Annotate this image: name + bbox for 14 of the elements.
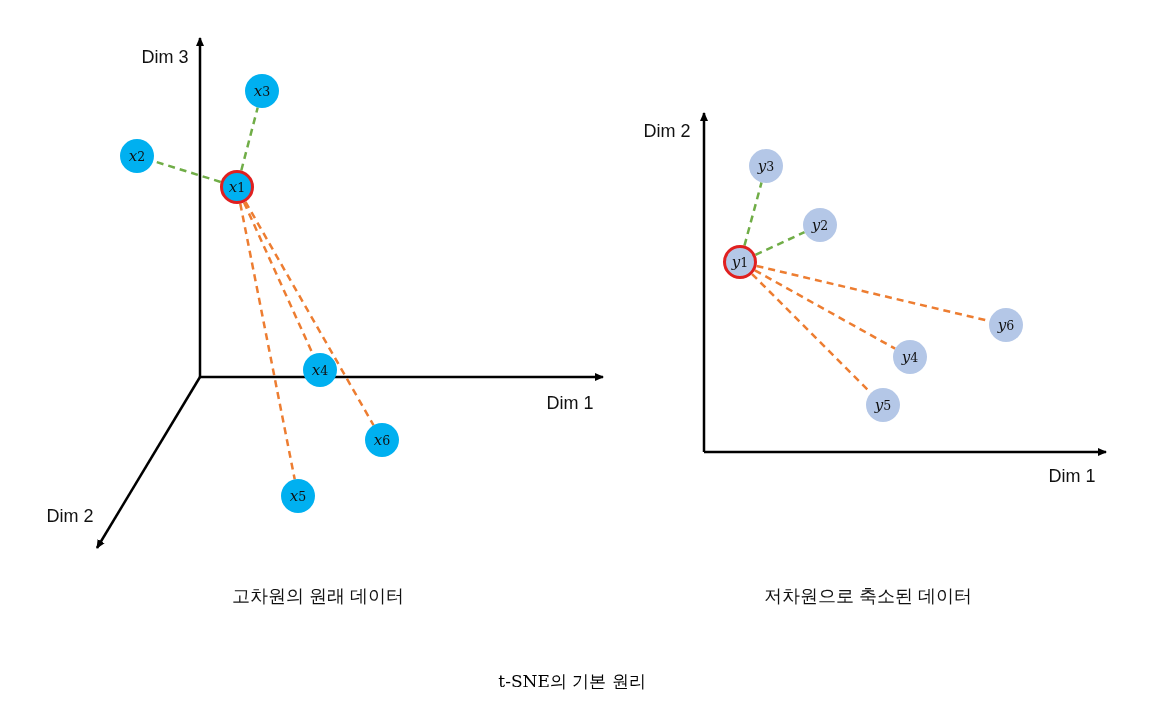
- axis-label: Dim 2: [46, 505, 94, 527]
- axis-label: Dim 1: [546, 392, 594, 414]
- dashed-line: [240, 107, 259, 171]
- figure-caption: t-SNE의 기본 원리: [498, 669, 646, 693]
- axis-label: Dim 3: [141, 46, 189, 68]
- dashed-line: [239, 203, 296, 480]
- panel-caption: 고차원의 원래 데이터: [232, 585, 404, 608]
- axis-label: Dim 2: [643, 120, 691, 142]
- dashed-line: [754, 231, 806, 256]
- axis-label: Dim 1: [1048, 465, 1096, 487]
- dashed-line: [244, 201, 375, 426]
- dashed-line: [754, 269, 896, 350]
- dashed-line: [743, 182, 763, 246]
- panel-caption: 저차원으로 축소된 데이터: [764, 585, 972, 608]
